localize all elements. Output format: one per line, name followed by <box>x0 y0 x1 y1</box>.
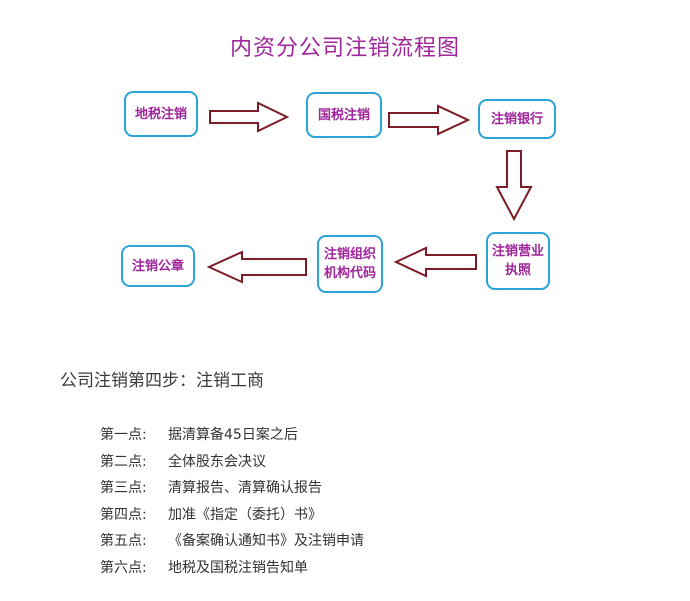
step-text: 加准《指定（委托）书》 <box>168 506 322 523</box>
steps-list: 第一点: 据清算备45日案之后 第二点: 全体股东会决议 第三点: 清算报告、清算确认… <box>100 424 364 583</box>
list-item: 第六点: 地税及国税注销告知单 <box>100 557 364 584</box>
step-text: 据清算备45日案之后 <box>168 427 298 443</box>
step-text: 地税及国税注销告知单 <box>168 559 308 576</box>
node-business-license-cancel: 注销营业执照 <box>486 232 550 290</box>
node-label: 注销组织机构代码 <box>323 247 376 281</box>
node-label: 国税注销 <box>317 107 370 123</box>
arrow-n5-to-n6 <box>206 250 307 284</box>
diagram-title: 内资分公司注销流程图 <box>229 36 460 61</box>
step-label: 第六点: <box>100 559 147 576</box>
node-label: 注销银行 <box>490 111 543 127</box>
node-label: 注销公章 <box>131 258 184 274</box>
node-org-code-cancel: 注销组织机构代码 <box>317 235 383 293</box>
list-item: 第三点: 清算报告、清算确认报告 <box>100 477 364 504</box>
step-text: 清算报告、清算确认报告 <box>168 480 322 496</box>
step-label: 第五点: <box>100 533 147 549</box>
arrow-n1-to-n2 <box>209 101 290 133</box>
list-item: 第四点: 加准《指定（委托）书》 <box>100 504 364 531</box>
list-item: 第二点: 全体股东会决议 <box>100 451 364 478</box>
node-seal-cancel: 注销公章 <box>121 245 195 287</box>
step-label: 第三点: <box>100 480 147 496</box>
node-national-tax-cancel: 国税注销 <box>306 92 382 138</box>
list-item: 第一点: 据清算备45日案之后 <box>100 424 364 451</box>
steps-heading: 公司注销第四步：注销工商 <box>60 371 264 391</box>
arrow-n3-to-n4 <box>495 150 533 222</box>
node-label: 注销营业执照 <box>491 244 544 278</box>
step-text: 全体股东会决议 <box>168 453 266 470</box>
step-label: 第一点: <box>100 427 147 443</box>
arrow-n4-to-n5 <box>393 246 477 278</box>
step-text: 《备案确认通知书》及注销申请 <box>168 533 364 549</box>
step-label: 第四点: <box>100 506 147 523</box>
node-label: 地税注销 <box>134 106 187 122</box>
arrow-n2-to-n3 <box>388 104 471 136</box>
node-bank-cancel: 注销银行 <box>478 99 556 139</box>
list-item: 第五点: 《备案确认通知书》及注销申请 <box>100 530 364 557</box>
step-label: 第二点: <box>100 453 147 470</box>
node-local-tax-cancel: 地税注销 <box>124 91 198 137</box>
